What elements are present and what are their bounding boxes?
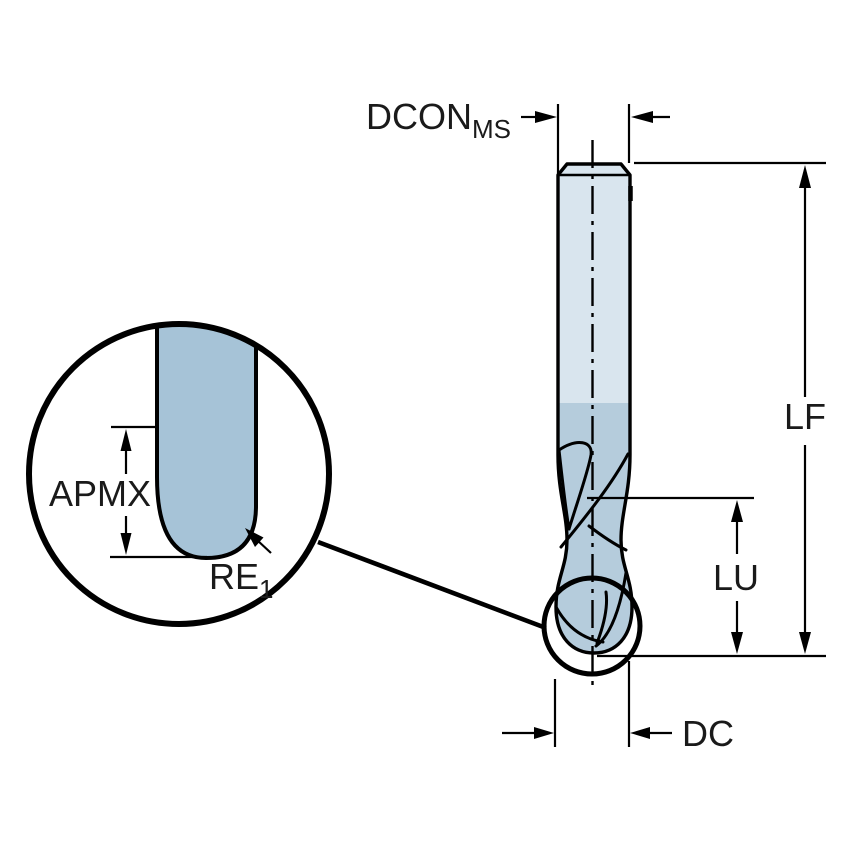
arrowhead-up (120, 429, 132, 451)
flute-curve (557, 448, 571, 531)
magnifier-circle (26, 321, 332, 627)
tool-body (554, 140, 634, 689)
dimension-lf (597, 161, 826, 658)
dimension-lu (587, 496, 754, 654)
leader-re1 (245, 528, 272, 554)
dimension-dc (502, 661, 672, 747)
arrowhead-upleft (245, 528, 264, 547)
flute-curve (595, 590, 609, 645)
arrowhead-down (799, 632, 811, 654)
arrowhead-right (534, 727, 554, 739)
tool-outline (554, 162, 634, 655)
dimension-dconms (521, 104, 670, 174)
label-lu: LU (712, 557, 760, 598)
magnified-tip-fill (157, 324, 256, 558)
flute-curve (559, 452, 630, 549)
label-dconms-main: DCON (366, 96, 472, 137)
connector-line (317, 539, 547, 631)
label-re1-main: RE (209, 556, 260, 597)
arrowhead-down (731, 632, 743, 654)
magnifier-detail (26, 321, 332, 627)
label-re1: RE1 (209, 556, 273, 603)
label-apmx: APMX (48, 473, 152, 514)
flute-curve (594, 571, 628, 648)
dimension-apmx (110, 425, 207, 559)
arrowhead-up (799, 165, 811, 188)
label-lf: LF (783, 396, 826, 437)
arrowhead-left (631, 111, 653, 123)
flute-curve (557, 441, 593, 531)
label-re1-subscript: 1 (259, 574, 274, 604)
arrowhead-left (630, 727, 650, 739)
ball-highlight-circle (541, 575, 643, 677)
label-dc: DC (682, 713, 734, 754)
label-dconms-subscript: MS (472, 114, 511, 144)
arrowhead-down (120, 533, 132, 555)
label-dconms: DCONMS (366, 96, 511, 143)
dimensions (110, 104, 826, 747)
arrowhead-up (731, 500, 743, 522)
leader-shaft (256, 539, 272, 554)
arrowhead-right (535, 111, 557, 123)
